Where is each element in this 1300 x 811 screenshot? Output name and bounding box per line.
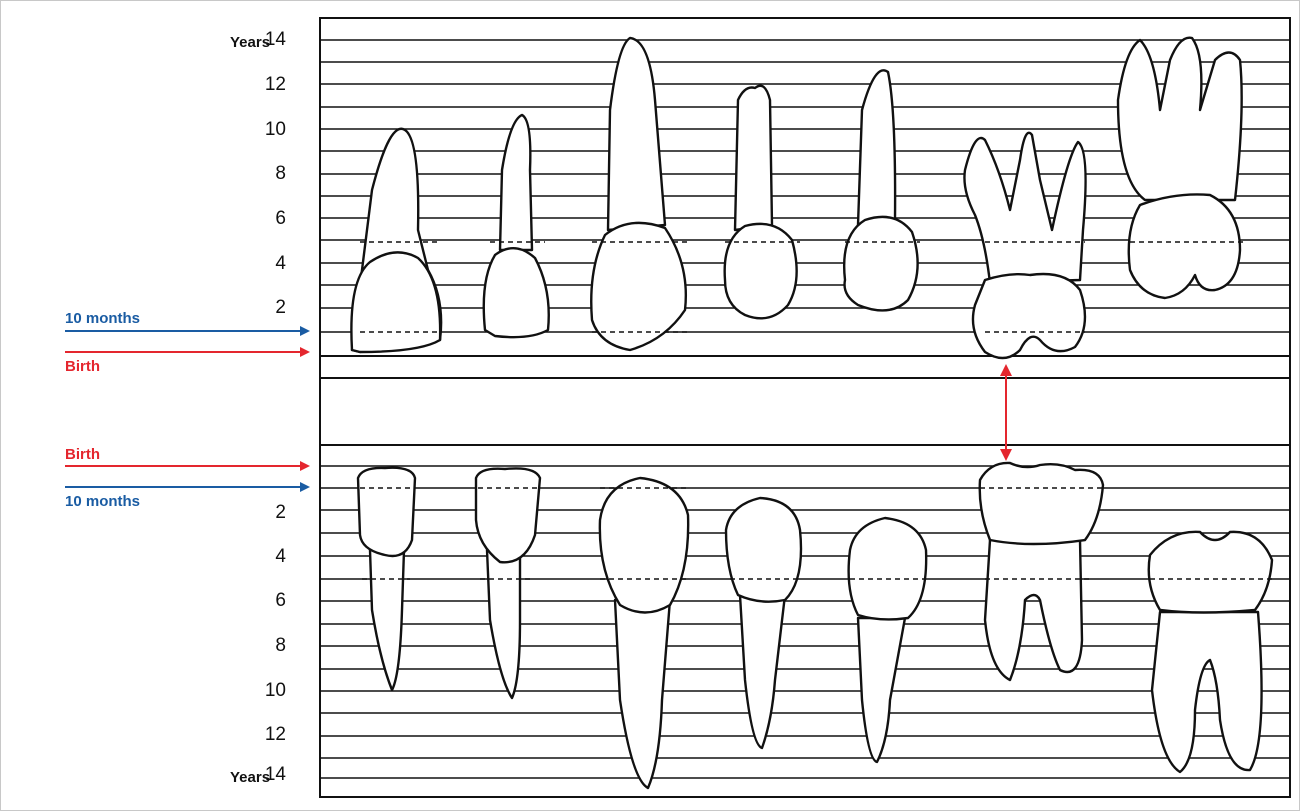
upper-second-premolar: [858, 70, 895, 225]
upper-second-premolar-crown: [844, 217, 917, 311]
upper-first-molar-crown: [973, 274, 1085, 358]
middle-band: [320, 356, 1290, 445]
lower-second-molar-crown: [1149, 532, 1272, 613]
upper-lateral-incisor: [500, 115, 532, 250]
upper-central-incisor-crown: [351, 252, 440, 352]
lower-tick-12: 12: [256, 724, 286, 746]
upper-tick-4: 4: [256, 253, 286, 275]
lower-teeth: [358, 463, 1272, 788]
upper-lateral-incisor-crown: [484, 248, 549, 337]
lower-first-molar: [985, 540, 1082, 680]
lower-second-molar: [1152, 612, 1262, 772]
upper-first-molar: [964, 133, 1085, 283]
lower-birth-label: Birth: [65, 446, 100, 463]
lower-lateral-incisor-crown: [476, 468, 540, 562]
lower-first-premolar-crown: [726, 498, 801, 602]
upper-first-premolar-crown: [725, 224, 797, 318]
lower-tick-8: 8: [256, 635, 286, 657]
lower-tick-4: 4: [256, 546, 286, 568]
lower-grid: [320, 445, 1290, 797]
upper-tick-12: 12: [256, 74, 286, 96]
upper-first-premolar: [735, 86, 772, 230]
upper-tick-8: 8: [256, 163, 286, 185]
upper-tick-2: 2: [256, 297, 286, 319]
lower-second-premolar-crown: [849, 518, 927, 619]
lower-first-molar-crown: [980, 463, 1103, 544]
upper-second-molar: [1118, 38, 1242, 200]
lower-axis-unit: Years: [230, 769, 270, 786]
lower-first-premolar: [740, 595, 785, 748]
upper-second-molar-crown: [1129, 194, 1240, 298]
upper-ten-months-label: 10 months: [65, 310, 140, 327]
upper-canine: [608, 38, 665, 230]
upper-tick-10: 10: [256, 119, 286, 141]
lower-lateral-incisor: [487, 550, 520, 698]
lower-tick-6: 6: [256, 590, 286, 612]
lower-tick-10: 10: [256, 680, 286, 702]
lower-tick-2: 2: [256, 502, 286, 524]
upper-teeth: [351, 38, 1241, 358]
lower-central-incisor-crown: [358, 468, 415, 556]
lower-canine-crown: [600, 478, 688, 613]
lower-second-premolar: [858, 618, 905, 762]
lower-ten-months-label: 10 months: [65, 493, 140, 510]
lower-canine: [615, 600, 670, 788]
upper-birth-label: Birth: [65, 358, 100, 375]
upper-tick-6: 6: [256, 208, 286, 230]
upper-tick-14: 14: [256, 29, 286, 51]
